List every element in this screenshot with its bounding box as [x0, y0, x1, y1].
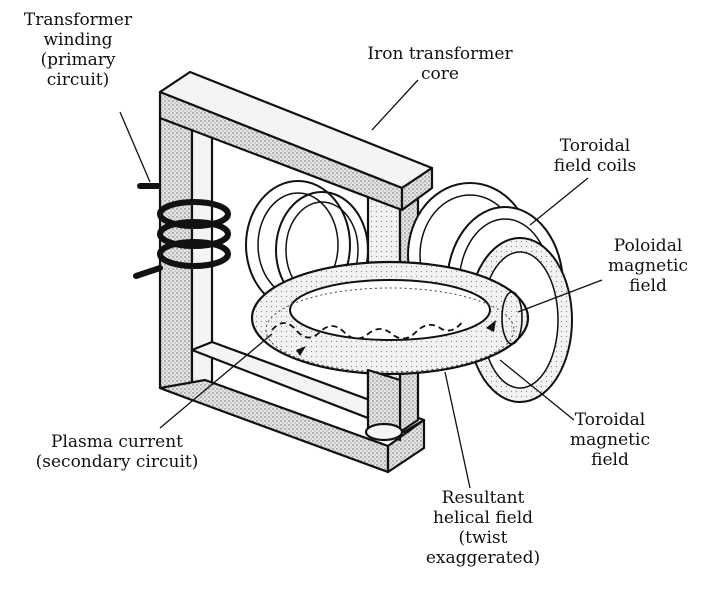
leader-coils	[529, 177, 589, 226]
leader-lines	[119, 79, 603, 489]
leader-poloidal	[517, 279, 603, 313]
leader-winding	[119, 111, 151, 183]
leader-core	[371, 79, 419, 131]
poloidal-loop	[501, 291, 523, 345]
label-iron-core: Iron transformer core	[367, 44, 513, 84]
label-helical-field: Resultant helical field (twist exaggerat…	[425, 488, 541, 568]
current-arrow-2	[486, 320, 496, 332]
plasma-current-path	[271, 319, 465, 340]
transformer-winding	[133, 183, 231, 279]
leader-plasma	[159, 333, 273, 429]
label-plasma-current: Plasma current (secondary circuit)	[35, 432, 199, 472]
label-transformer-winding: Transformer winding (primary circuit)	[23, 10, 133, 90]
core-bottom-end	[386, 418, 426, 474]
current-arrow-1	[296, 346, 306, 356]
label-toroidal-field: Toroidal magnetic field	[570, 410, 650, 470]
core-left-limb-side	[190, 118, 214, 402]
plasma-torus	[250, 260, 530, 376]
label-poloidal-field: Poloidal magnetic field	[608, 236, 688, 296]
label-toroidal-coils: Toroidal field coils	[553, 136, 637, 176]
core-right-limb-front	[366, 368, 402, 442]
leader-helical	[444, 371, 471, 489]
leader-toroidal	[499, 359, 575, 421]
core-top-limb-end	[400, 166, 434, 212]
